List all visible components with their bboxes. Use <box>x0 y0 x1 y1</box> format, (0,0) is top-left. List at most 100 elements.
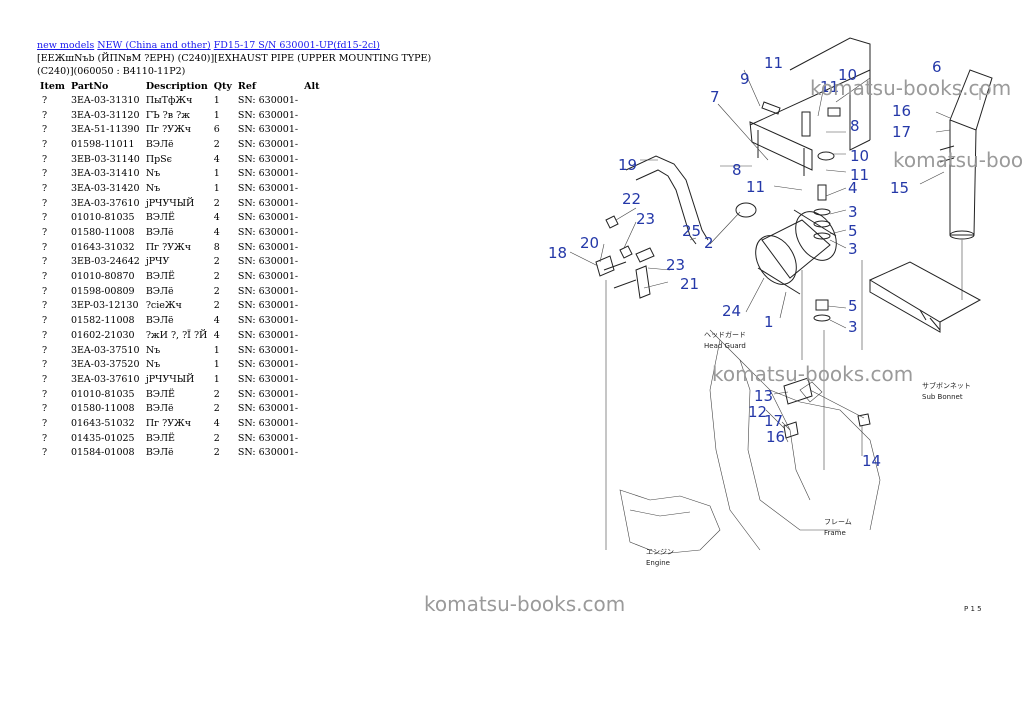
cell-partno: 01643-51032 <box>70 417 135 429</box>
cell-qty: 4 <box>213 315 220 327</box>
sub-bonnet-label: Sub Bonnet <box>922 393 963 401</box>
cell-item: ? <box>42 182 48 194</box>
callout-number: 3 <box>848 318 858 336</box>
cell-partno: 3EB-03-31140 <box>70 153 140 165</box>
cell-partno: 01580-11008 <box>70 403 135 415</box>
cell-qty: 4 <box>213 329 220 341</box>
parts-table: Item PartNo Description Qty Ref Alt ?3EA… <box>37 79 322 460</box>
cell-ref: SN: 630001- <box>237 344 299 356</box>
cell-qty: 6 <box>213 124 220 136</box>
cell-alt <box>301 137 322 152</box>
callout-numbers: 11 9 10 11 6 7 8 16 17 10 8 11 15 19 11 … <box>548 54 942 470</box>
cell-qty: 2 <box>213 432 220 444</box>
cell-ref: SN: 630001- <box>237 94 299 106</box>
cell-item: ? <box>42 256 48 268</box>
cell-alt <box>301 357 322 372</box>
cell-qty: 2 <box>213 285 220 297</box>
callout-number: 10 <box>850 147 869 165</box>
cell-partno: 3EA-51-11390 <box>70 124 140 136</box>
cell-description: јРЧУ <box>145 256 170 268</box>
frame-label: Frame <box>824 529 846 537</box>
head-guard-label-jp: ヘッドガード <box>704 330 746 339</box>
cell-alt <box>301 166 322 181</box>
cell-item: ? <box>42 285 48 297</box>
cell-qty: 1 <box>213 168 220 180</box>
table-header-row: Item PartNo Description Qty Ref Alt <box>37 79 322 93</box>
cell-description: јРЧУЧЫЙ <box>145 373 195 385</box>
cell-ref: SN: 630001- <box>237 197 299 209</box>
callout-number: 10 <box>838 66 857 84</box>
callout-number: 8 <box>850 117 860 135</box>
cell-alt <box>301 401 322 416</box>
cell-item: ? <box>42 417 48 429</box>
cell-description: ВЭЛЁ <box>145 212 175 224</box>
cell-ref: SN: 630001- <box>237 124 299 136</box>
cell-description: јРЧУЧЫЙ <box>145 197 195 209</box>
callout-number: 3 <box>848 240 858 258</box>
callout-number: 16 <box>766 428 785 446</box>
cell-qty: 1 <box>213 344 220 356</box>
cell-description: ВЭЛё <box>145 403 174 415</box>
callout-number: 13 <box>754 387 773 405</box>
cell-item: ? <box>42 388 48 400</box>
cell-partno: 01598-11011 <box>70 138 135 150</box>
cell-item: ? <box>42 344 48 356</box>
cell-description: ПрSє <box>145 153 173 165</box>
cell-item: ? <box>42 373 48 385</box>
callout-number: 11 <box>764 54 783 72</box>
cell-description: ВЭЛё <box>145 285 174 297</box>
breadcrumb-link-new-models[interactable]: new models <box>37 40 95 51</box>
callout-number: 18 <box>548 244 567 262</box>
cell-alt <box>301 240 322 255</box>
cell-qty: 2 <box>213 300 220 312</box>
cell-partno: 01010-81035 <box>70 388 135 400</box>
cell-partno: 3EA-03-31410 <box>70 168 140 180</box>
callout-number: 17 <box>764 412 783 430</box>
cell-partno: 3EB-03-24642 <box>70 256 140 268</box>
cell-partno: 3EP-03-12130 <box>70 300 139 312</box>
cell-description: ВЭЛё <box>145 315 174 327</box>
cell-description: ГЪ ?в ?ж <box>145 109 190 121</box>
cell-qty: 1 <box>213 359 220 371</box>
cell-item: ? <box>42 432 48 444</box>
callout-number: 11 <box>850 166 869 184</box>
cell-partno: 3EA-03-31120 <box>70 109 140 121</box>
cell-alt <box>301 211 322 226</box>
callout-number: 7 <box>710 88 720 106</box>
cell-partno: 01602-21030 <box>70 329 135 341</box>
cell-alt <box>301 269 322 284</box>
cell-alt <box>301 284 322 299</box>
cell-qty: 2 <box>213 197 220 209</box>
cell-description: ВЭЛё <box>145 447 174 459</box>
breadcrumb-link-model[interactable]: FD15-17 S/N 630001-UP(fd15-2cl) <box>213 40 380 51</box>
cell-description: Пг ?УЖч <box>145 124 192 136</box>
breadcrumb-link-region[interactable]: NEW (China and other) <box>97 40 211 51</box>
callout-number: 1 <box>764 313 774 331</box>
cell-description: Nъ <box>145 359 161 371</box>
diagram-linework <box>569 37 993 555</box>
callout-number: 22 <box>622 190 641 208</box>
cell-alt <box>301 181 322 196</box>
cell-qty: 2 <box>213 447 220 459</box>
cell-description: Nъ <box>145 168 161 180</box>
cell-partno: 01582-11008 <box>70 315 135 327</box>
page-title: [ЕЕЖшNъb (ЙПNвМ ?ЕРН) (C240)][EXHAUST PI… <box>37 53 432 77</box>
cell-partno: 01435-01025 <box>70 432 135 444</box>
exhaust-pipe-diagram: 11 9 10 11 6 7 8 16 17 10 8 11 15 19 11 … <box>548 37 993 613</box>
callout-number: 19 <box>618 156 637 174</box>
callout-number: 16 <box>892 102 911 120</box>
cell-qty: 4 <box>213 153 220 165</box>
head-guard-label: Head Guard <box>704 342 746 350</box>
cell-description: ПыТфЖч <box>145 94 193 106</box>
watermark: komatsu-books.com <box>810 76 1012 100</box>
callout-number: 17 <box>892 123 911 141</box>
